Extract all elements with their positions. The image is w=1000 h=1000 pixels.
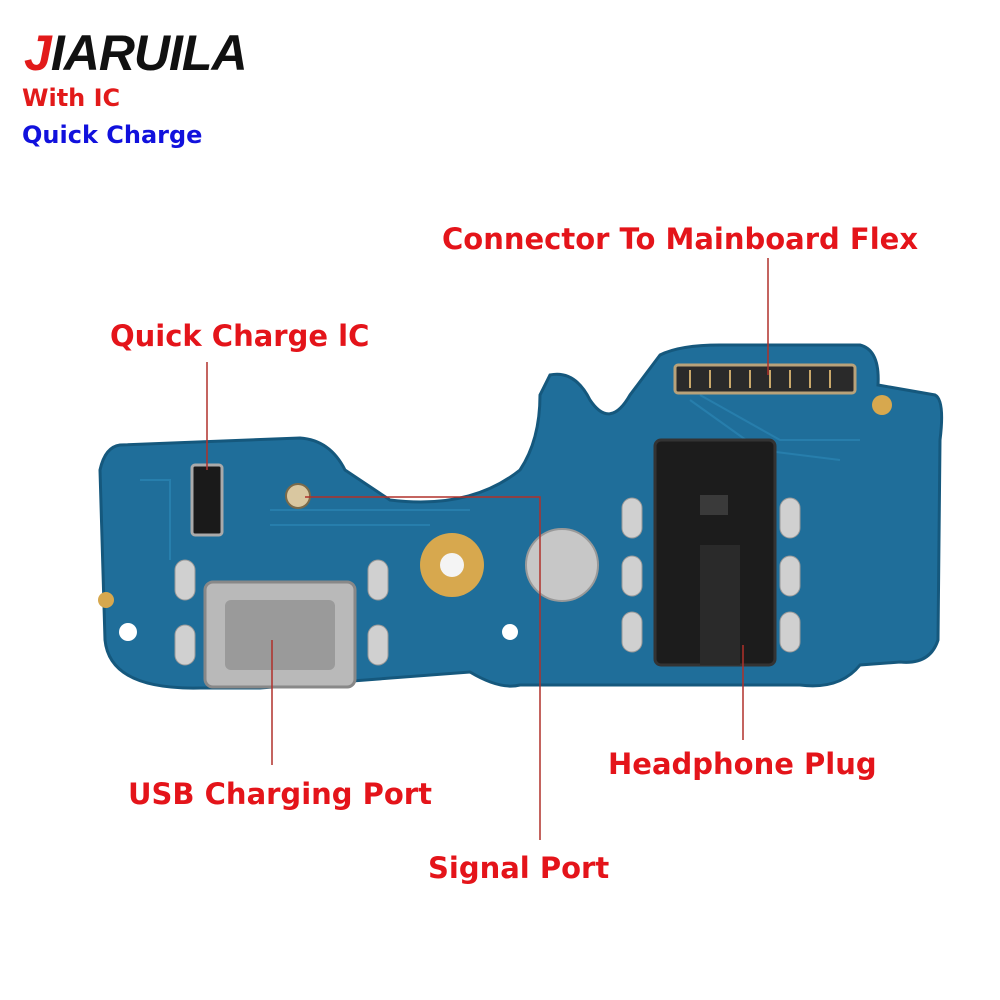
logo-text: IARUILA xyxy=(50,25,248,81)
connector-pins xyxy=(689,370,831,388)
label-signal-port: Signal Port xyxy=(428,851,610,885)
gold-dot-right xyxy=(872,395,892,415)
label-connector: Connector To Mainboard Flex xyxy=(442,222,919,256)
label-headphone: Headphone Plug xyxy=(608,747,877,781)
label-usb-port: USB Charging Port xyxy=(128,777,432,811)
mounting-hole-left xyxy=(119,623,137,641)
mounting-hole-center xyxy=(502,624,518,640)
label-quick-charge-ic: Quick Charge lC xyxy=(110,319,370,353)
quick-charge-tag: Quick Charge xyxy=(22,121,203,149)
with-ic-tag: With IC xyxy=(22,84,121,112)
leader-line-signal-port xyxy=(305,496,541,840)
board-connector xyxy=(673,363,857,395)
solder-pads xyxy=(174,497,801,666)
headphone-jack-slot xyxy=(700,545,740,665)
logo-letter-j: J xyxy=(24,25,52,81)
usb-c-port-opening xyxy=(225,600,335,670)
brand-logo: JIARUILA xyxy=(24,25,248,81)
leader-lines xyxy=(206,258,769,840)
gold-pad-center xyxy=(440,553,464,577)
headphone-jack-mark xyxy=(700,495,728,515)
gold-dot-left xyxy=(98,592,114,608)
quick-charge-chip xyxy=(190,463,224,537)
vibrator-pad xyxy=(525,528,599,602)
signal-port-connector xyxy=(285,483,311,509)
